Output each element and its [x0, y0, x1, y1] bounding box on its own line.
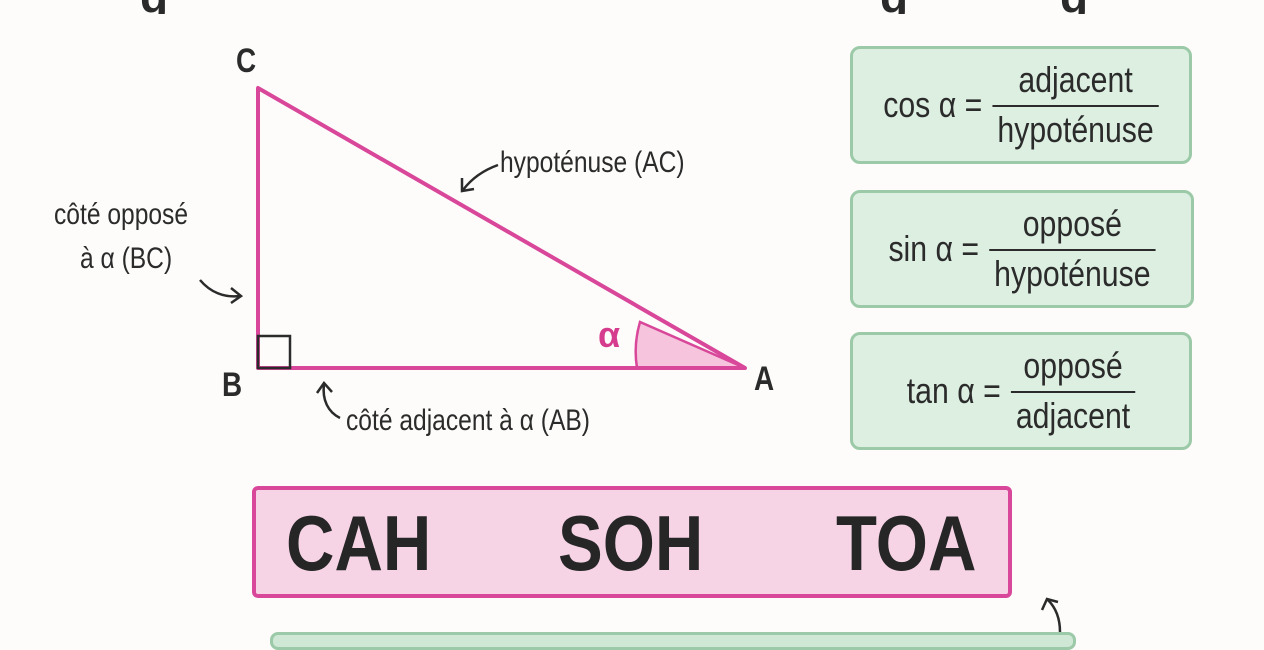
bottom-pointer-icon [1047, 599, 1062, 633]
opposite-pointer-icon [199, 279, 241, 298]
tan-numerator: opposé [1023, 345, 1123, 386]
right-angle-marker [256, 334, 292, 370]
cos-formula-card: cos α = adjacent hypoténuse [850, 46, 1192, 164]
arrowhead-icon [1040, 597, 1059, 611]
arrowhead-icon [460, 178, 475, 193]
sin-formula-card: sin α = opposé hypoténuse [850, 190, 1194, 308]
tan-denominator: adjacent [1010, 391, 1136, 437]
tan-formula-card: tan α = opposé adjacent [850, 332, 1192, 450]
title-fragment: g [880, 0, 908, 14]
mnemonic-toa: TOA [836, 499, 977, 587]
title-cutoff: g g g [0, 0, 1264, 14]
title-fragment: g [140, 0, 168, 14]
cos-fraction: adjacent hypoténuse [992, 59, 1159, 151]
mnemonic-cah: CAH [286, 499, 432, 587]
mnemonic-banner [252, 486, 1012, 598]
vertex-label-b: B [222, 366, 243, 404]
adjacent-pointer-icon [322, 383, 341, 420]
bottom-card-cutoff [270, 632, 1076, 650]
cos-denominator: hypoténuse [992, 105, 1159, 151]
sin-lhs: sin α = [888, 228, 980, 269]
angle-alpha-arc [634, 320, 746, 370]
sin-numerator: opposé [1022, 203, 1122, 244]
sin-denominator: hypoténuse [989, 249, 1156, 295]
vertex-label-c: C [236, 42, 257, 80]
right-triangle [256, 86, 747, 370]
sin-formula: sin α = opposé hypoténuse [888, 203, 1156, 295]
hypotenuse-label: hypoténuse (AC) [500, 146, 685, 179]
adjacent-side-label: côté adjacent à α (AB) [346, 404, 590, 437]
opposite-side-label-line2: à α (BC) [80, 242, 173, 275]
opposite-side-label-line1: côté opposé [54, 198, 189, 231]
mnemonic-soh: SOH [558, 499, 704, 587]
tan-fraction: opposé adjacent [1010, 345, 1136, 437]
tan-lhs: tan α = [906, 370, 1001, 411]
cos-lhs: cos α = [883, 84, 983, 125]
hypotenuse-pointer-icon [462, 163, 499, 191]
angle-alpha-label: α [598, 314, 621, 355]
title-fragment: g [1060, 0, 1088, 14]
cos-formula: cos α = adjacent hypoténuse [883, 59, 1159, 151]
cos-numerator: adjacent [1018, 59, 1133, 100]
tan-formula: tan α = opposé adjacent [906, 345, 1136, 437]
vertex-label-a: A [754, 360, 775, 398]
arrowhead-icon [315, 380, 333, 394]
arrowhead-icon [230, 287, 244, 305]
sin-fraction: opposé hypoténuse [989, 203, 1156, 295]
